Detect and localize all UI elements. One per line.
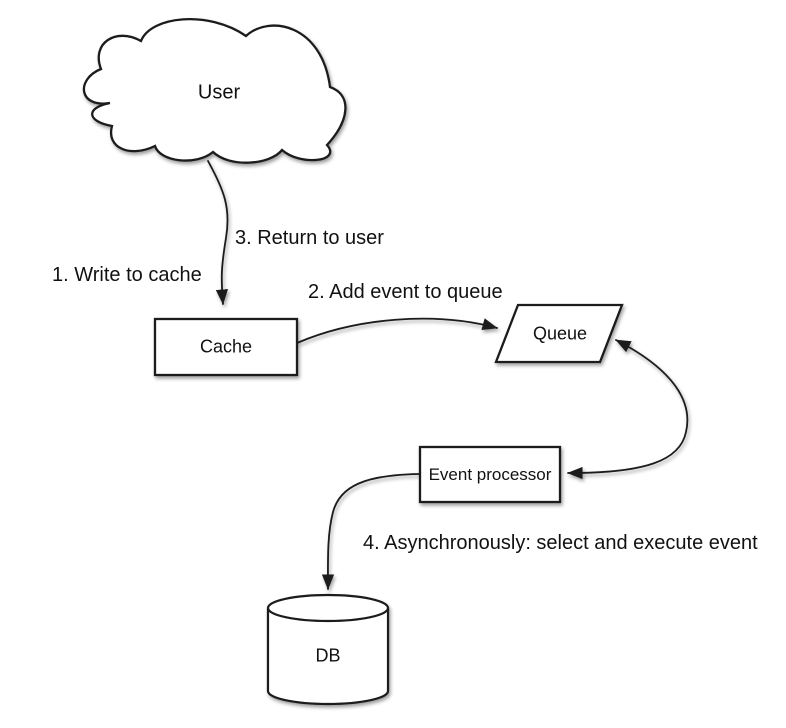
step-label-async-execute: 4. Asynchronously: select and execute ev…: [363, 532, 758, 554]
step-label-add-event-to-queue: 2. Add event to queue: [308, 281, 503, 303]
queue-node-label: Queue: [532, 323, 588, 344]
step-label-write-to-cache: 1. Write to cache: [52, 264, 202, 286]
db-cylinder: [266, 593, 390, 706]
db-node-label: DB: [315, 645, 341, 666]
edge-queue-to-event-processor: [567, 339, 689, 480]
queue-parallelogram: [494, 303, 624, 364]
cache-node-label: Cache: [199, 336, 253, 357]
edge-cache-to-queue: [296, 317, 498, 344]
user-node-label: User: [197, 81, 241, 104]
user-cloud-shape: [82, 18, 347, 164]
event-processor-node-label: Event processor: [428, 465, 552, 484]
event-processor-box: [418, 445, 562, 504]
edge-user-to-cache: [207, 160, 229, 305]
step-label-return-to-user: 3. Return to user: [235, 227, 384, 249]
edge-event-processor-to-db: [321, 473, 420, 590]
cache-box: [153, 317, 299, 377]
